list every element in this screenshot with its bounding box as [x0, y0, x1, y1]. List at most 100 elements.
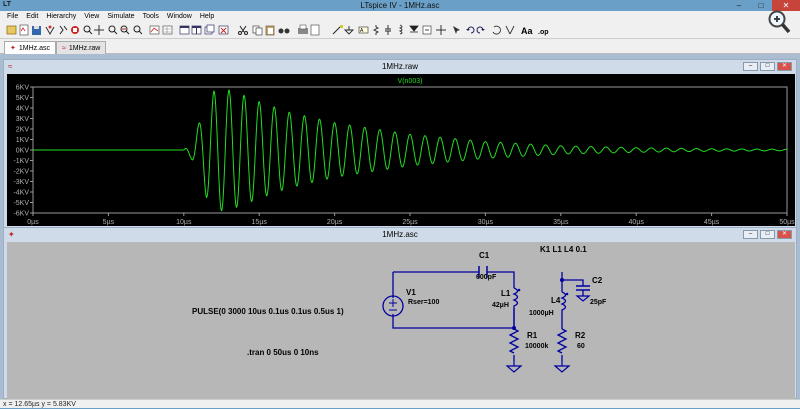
c1-capacitor-symbol[interactable]	[475, 266, 491, 278]
tile-horizontal-icon[interactable]	[179, 25, 190, 35]
l1-value[interactable]: 42µH	[492, 302, 509, 309]
y-tick-label: -6KV	[13, 211, 29, 218]
undo-icon[interactable]	[466, 26, 475, 34]
menu-hierarchy[interactable]: Hierarchy	[46, 13, 77, 20]
x-tick-label: 25µs	[402, 219, 418, 226]
menu-window[interactable]: Window	[166, 13, 192, 20]
schematic-canvas[interactable]: K1 L1 L4 0.1 C1 600pF V1 Rser=100 L1 42µ…	[7, 242, 795, 399]
menu-edit[interactable]: Edit	[26, 13, 39, 20]
trace-v-n003[interactable]	[33, 89, 787, 212]
zoom-in-icon[interactable]	[83, 25, 93, 35]
tab-schematic[interactable]: ✦ 1MHz.asc	[4, 41, 56, 54]
schematic-window-title: 1MHz.asc	[382, 230, 418, 239]
close-button[interactable]: ✕	[772, 0, 800, 11]
coupling-directive[interactable]: K1 L1 L4 0.1	[540, 245, 587, 254]
run-icon[interactable]	[59, 25, 68, 35]
schematic-window[interactable]: ✦ 1MHz.asc – □ ✕	[3, 227, 797, 399]
open-icon[interactable]	[6, 25, 17, 35]
pan-icon[interactable]	[94, 25, 104, 35]
label-icon[interactable]: A	[358, 26, 369, 34]
l4-name: L4	[551, 296, 561, 305]
x-tick-label: 50µs	[779, 219, 795, 226]
redo-icon[interactable]	[476, 26, 485, 34]
ground-icon[interactable]	[343, 26, 355, 35]
minimize-button[interactable]: –	[743, 230, 758, 239]
zoom-fit-icon[interactable]	[120, 25, 130, 35]
l1-name: L1	[501, 289, 511, 298]
y-tick-label: 1KV	[16, 137, 30, 144]
c1-value[interactable]: 600pF	[476, 274, 497, 281]
maximize-button[interactable]: □	[758, 1, 764, 10]
resistor-icon[interactable]	[372, 25, 380, 35]
zoom-back-icon[interactable]	[133, 25, 143, 35]
r1-resistor-symbol[interactable]	[508, 328, 520, 354]
minimize-button[interactable]: –	[743, 62, 758, 71]
r2-value[interactable]: 60	[577, 343, 585, 350]
cut-icon[interactable]	[238, 25, 248, 35]
copy-icon[interactable]	[252, 25, 263, 36]
v1-rser[interactable]: Rser=100	[408, 299, 440, 306]
close-button[interactable]: ✕	[777, 62, 792, 71]
tran-directive[interactable]: .tran 0 50us 0 10ns	[247, 348, 319, 357]
x-tick-label: 15µs	[252, 219, 268, 226]
wire-icon[interactable]	[332, 25, 343, 35]
pulse-directive[interactable]: PULSE(0 3000 10us 0.1us 0.1us 0.5us 1)	[192, 307, 344, 316]
print-icon[interactable]	[298, 24, 308, 34]
find-icon[interactable]	[278, 28, 290, 34]
close-button[interactable]: ✕	[777, 230, 792, 239]
menu-view[interactable]: View	[84, 13, 100, 20]
spice-directive-icon[interactable]: .op	[538, 29, 549, 36]
halt-icon[interactable]	[71, 26, 79, 34]
l4-inductor-symbol[interactable]	[560, 291, 569, 312]
inductor-icon[interactable]	[398, 24, 403, 35]
y-tick-label: 3KV	[16, 116, 30, 123]
zoom-out-icon[interactable]	[108, 25, 118, 35]
c2-capacitor-symbol[interactable]	[575, 285, 591, 302]
tile-vertical-icon[interactable]	[191, 25, 202, 35]
capacitor-icon[interactable]	[385, 25, 391, 35]
l1-inductor-symbol[interactable]	[512, 287, 521, 308]
cascade-icon[interactable]	[204, 24, 215, 35]
restore-button[interactable]: □	[760, 230, 775, 239]
text-icon[interactable]: Aa	[521, 26, 533, 36]
drag-icon[interactable]	[453, 26, 460, 34]
grid-icon[interactable]	[162, 25, 173, 35]
menu-file[interactable]: File	[7, 13, 19, 20]
y-tick-label: 5KV	[16, 95, 30, 102]
print-preview-icon[interactable]	[310, 24, 320, 36]
rotate-icon[interactable]	[492, 25, 501, 35]
c2-value[interactable]: 25pF	[590, 299, 607, 306]
autorange-icon[interactable]	[149, 25, 160, 35]
waveform-window-title: 1MHz.raw	[381, 62, 418, 71]
paste-icon[interactable]	[265, 25, 275, 36]
schematic-window-controls: – □ ✕	[743, 230, 792, 239]
new-schematic-icon[interactable]	[19, 24, 29, 36]
diode-icon[interactable]	[409, 25, 419, 33]
v1-source-symbol[interactable]	[382, 295, 404, 317]
mirror-icon[interactable]	[505, 25, 515, 35]
x-tick-label: 0µs	[27, 219, 39, 226]
l4-value[interactable]: 1000µH	[529, 310, 554, 317]
r2-resistor-symbol[interactable]	[556, 328, 568, 354]
status-bar: x = 12.65µs y = 5.83KV	[0, 399, 800, 408]
control-panel-icon[interactable]	[45, 25, 55, 36]
move-icon[interactable]	[436, 25, 446, 35]
save-icon[interactable]	[32, 26, 41, 35]
ground-symbol	[553, 361, 571, 373]
x-tick-label: 40µs	[629, 219, 645, 226]
waveform-chart[interactable]: V(n003)6KV5KV4KV3KV2KV1KV0KV-1KV-2KV-3KV…	[7, 74, 795, 226]
menu-simulate[interactable]: Simulate	[107, 13, 135, 20]
component-icon[interactable]	[422, 25, 432, 35]
close-all-icon[interactable]	[218, 25, 229, 35]
tab-waveform[interactable]: ≈ 1MHz.raw	[56, 41, 107, 54]
r1-value[interactable]: 10000k	[525, 343, 549, 350]
menu-help[interactable]: Help	[199, 13, 215, 20]
restore-button[interactable]: □	[760, 62, 775, 71]
waveform-icon: ≈	[8, 62, 13, 71]
menu-tools[interactable]: Tools	[142, 13, 159, 20]
trace-label[interactable]: V(n003)	[398, 78, 423, 85]
x-tick-label: 5µs	[103, 219, 115, 226]
minimize-button[interactable]: –	[736, 1, 742, 10]
